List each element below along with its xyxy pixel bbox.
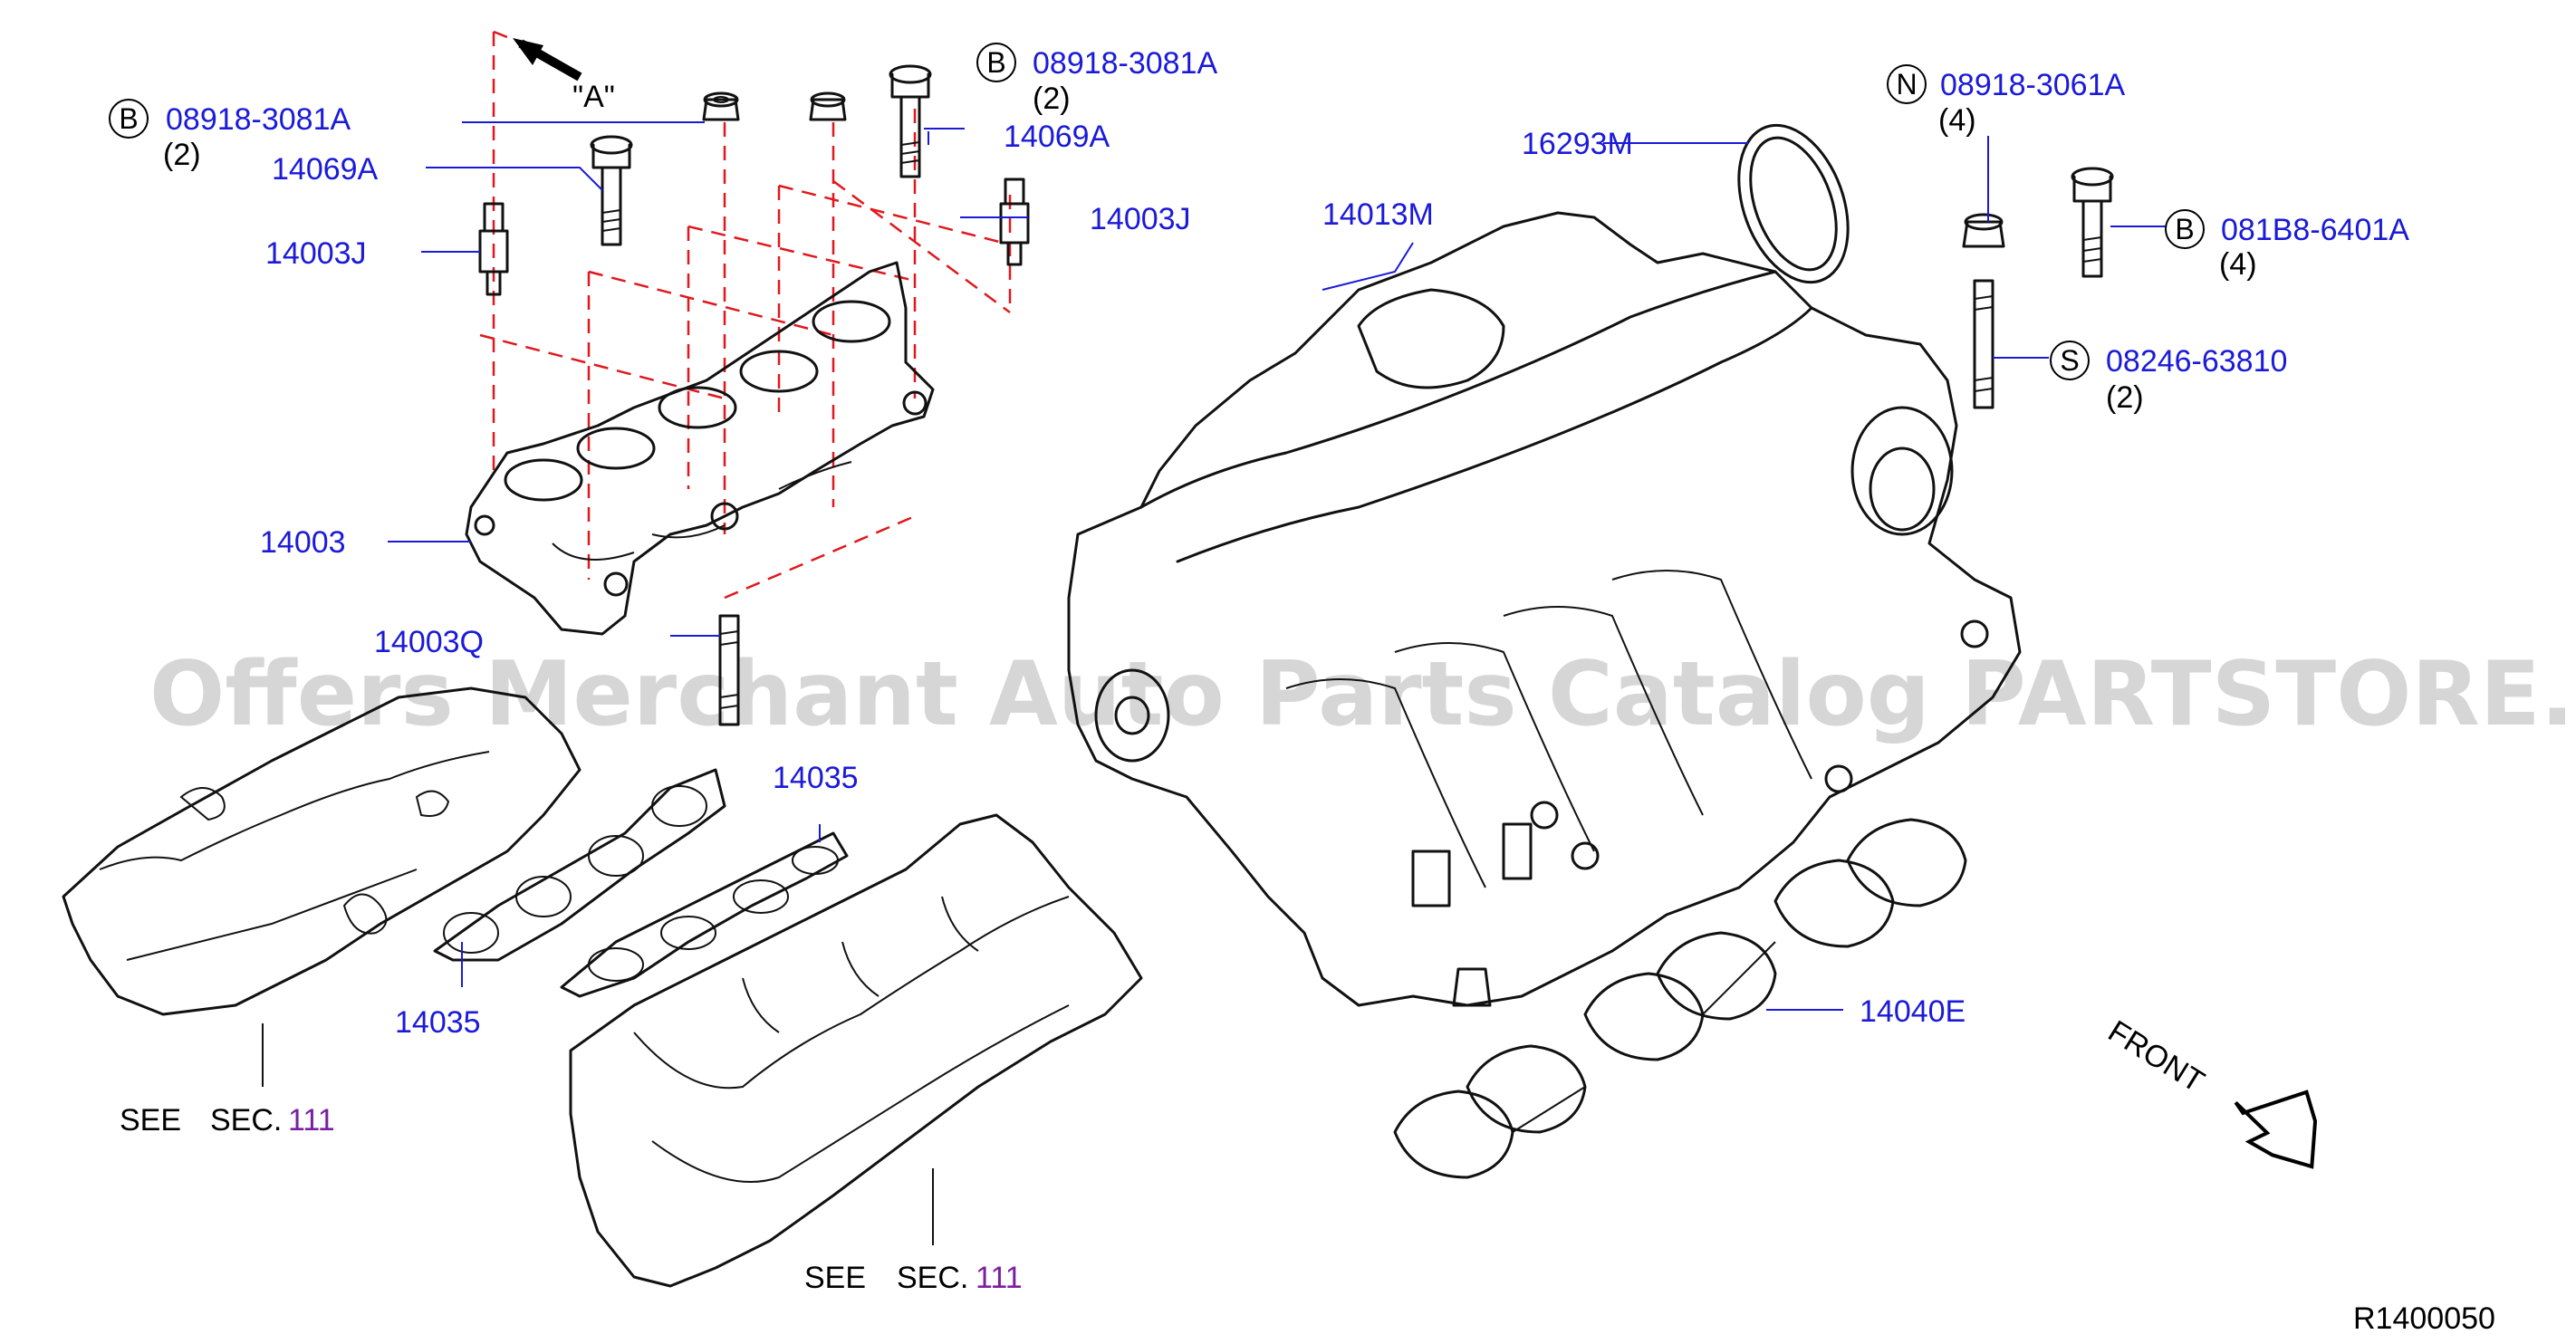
part-link-14040e[interactable]: 14040E xyxy=(1860,994,1966,1029)
part-number-link[interactable]: 08918-3081A xyxy=(1033,46,1218,81)
see-section-left[interactable]: SEE SEC. 111 xyxy=(120,1103,335,1138)
callout-marker-circle xyxy=(976,43,1016,82)
intake-manifold-14013m xyxy=(1067,211,2022,1007)
quantity: (2) xyxy=(2106,380,2144,415)
callout-marker-circle xyxy=(2165,209,2205,249)
quantity: (4) xyxy=(2219,247,2257,282)
nut-center xyxy=(809,91,847,121)
front-label: FRONT xyxy=(2102,1014,2210,1099)
section-link-111[interactable]: 111 xyxy=(976,1261,1023,1295)
part-number-link[interactable]: 081B8-6401A xyxy=(2221,213,2409,247)
see-text: SEE xyxy=(120,1103,181,1138)
callout-marker-circle xyxy=(109,99,149,139)
cylinder-head-right xyxy=(569,813,1143,1288)
sec-text: SEC. xyxy=(210,1103,282,1138)
quantity: (2) xyxy=(163,138,201,172)
section-link-111[interactable]: 111 xyxy=(288,1103,335,1138)
leader-lines xyxy=(262,121,2167,1245)
nut-left xyxy=(702,91,740,121)
stud-08246-63810 xyxy=(1973,279,1994,409)
part-link-14035-left[interactable]: 14035 xyxy=(395,1005,481,1040)
part-number-link[interactable]: 08918-3081A xyxy=(166,102,351,137)
bolt-14069a-right xyxy=(889,64,932,178)
part-link-14003j-right[interactable]: 14003J xyxy=(1090,202,1191,236)
alignment-dash-lines xyxy=(479,30,1012,600)
gasket-ring-16293m xyxy=(1737,123,1850,284)
part-link-14003q[interactable]: 14003Q xyxy=(374,625,484,659)
callout-b-08918-3081a-right[interactable]: B 08918-3081A (2) xyxy=(976,43,1218,116)
cylinder-head-left xyxy=(62,686,582,1016)
injector-14003j-left xyxy=(478,202,509,296)
callout-s-08246-63810[interactable]: S 08246-63810 (2) xyxy=(2050,341,2287,415)
callout-marker: B xyxy=(2175,213,2194,245)
part-link-14003j-left[interactable]: 14003J xyxy=(265,236,367,271)
callout-marker-circle xyxy=(2050,341,2090,380)
gasket-14035-right xyxy=(560,831,849,998)
quantity: (4) xyxy=(1938,103,1976,138)
callout-n-08918-3061a[interactable]: N 08918-3061A (4) xyxy=(1887,64,2126,138)
part-link-14069a-left[interactable]: 14069A xyxy=(272,152,379,187)
part-link-14013m[interactable]: 14013M xyxy=(1322,197,1434,232)
quantity: (2) xyxy=(1033,82,1071,116)
callout-marker: B xyxy=(119,102,138,135)
gasket-14040e xyxy=(1393,818,1967,1179)
see-section-right[interactable]: SEE SEC. 111 xyxy=(804,1261,1023,1295)
intake-collector-14003 xyxy=(465,261,935,636)
part-link-14069a-right[interactable]: 14069A xyxy=(1004,120,1110,154)
callout-marker: N xyxy=(1896,68,1917,101)
callout-b-08918-3081a-left[interactable]: B 08918-3081A (2) xyxy=(109,99,351,172)
part-link-16293m[interactable]: 16293M xyxy=(1522,127,1633,161)
part-number-link[interactable]: 08918-3061A xyxy=(1940,68,2126,102)
bolt-14069a-left xyxy=(590,135,633,246)
callout-marker-circle xyxy=(1887,64,1927,104)
see-text: SEE xyxy=(804,1261,866,1295)
part-link-14035-right[interactable]: 14035 xyxy=(773,761,859,795)
nut-08918-3061a xyxy=(1962,213,2005,248)
view-a-arrow: "A" xyxy=(513,38,615,114)
callout-b-081b8-6401a[interactable]: B 081B8-6401A (4) xyxy=(2165,209,2409,282)
stud-14003q xyxy=(718,614,740,726)
callout-marker: B xyxy=(986,46,1005,79)
injector-14003j-right xyxy=(999,178,1030,266)
callout-marker: S xyxy=(2060,344,2079,377)
view-a-label: "A" xyxy=(572,80,615,114)
watermark: Offers Merchant Auto Parts Catalog PARTS… xyxy=(149,643,2576,746)
sec-text: SEC. xyxy=(897,1261,968,1295)
part-link-14003[interactable]: 14003 xyxy=(260,525,346,560)
gasket-14035-left xyxy=(433,768,726,962)
bolt-081b8-6401a xyxy=(2071,167,2114,278)
front-direction-arrow: FRONT xyxy=(2102,1014,2318,1169)
diagram-reference-id: R1400050 xyxy=(2353,1301,2495,1336)
part-number-link[interactable]: 08246-63810 xyxy=(2106,344,2287,379)
